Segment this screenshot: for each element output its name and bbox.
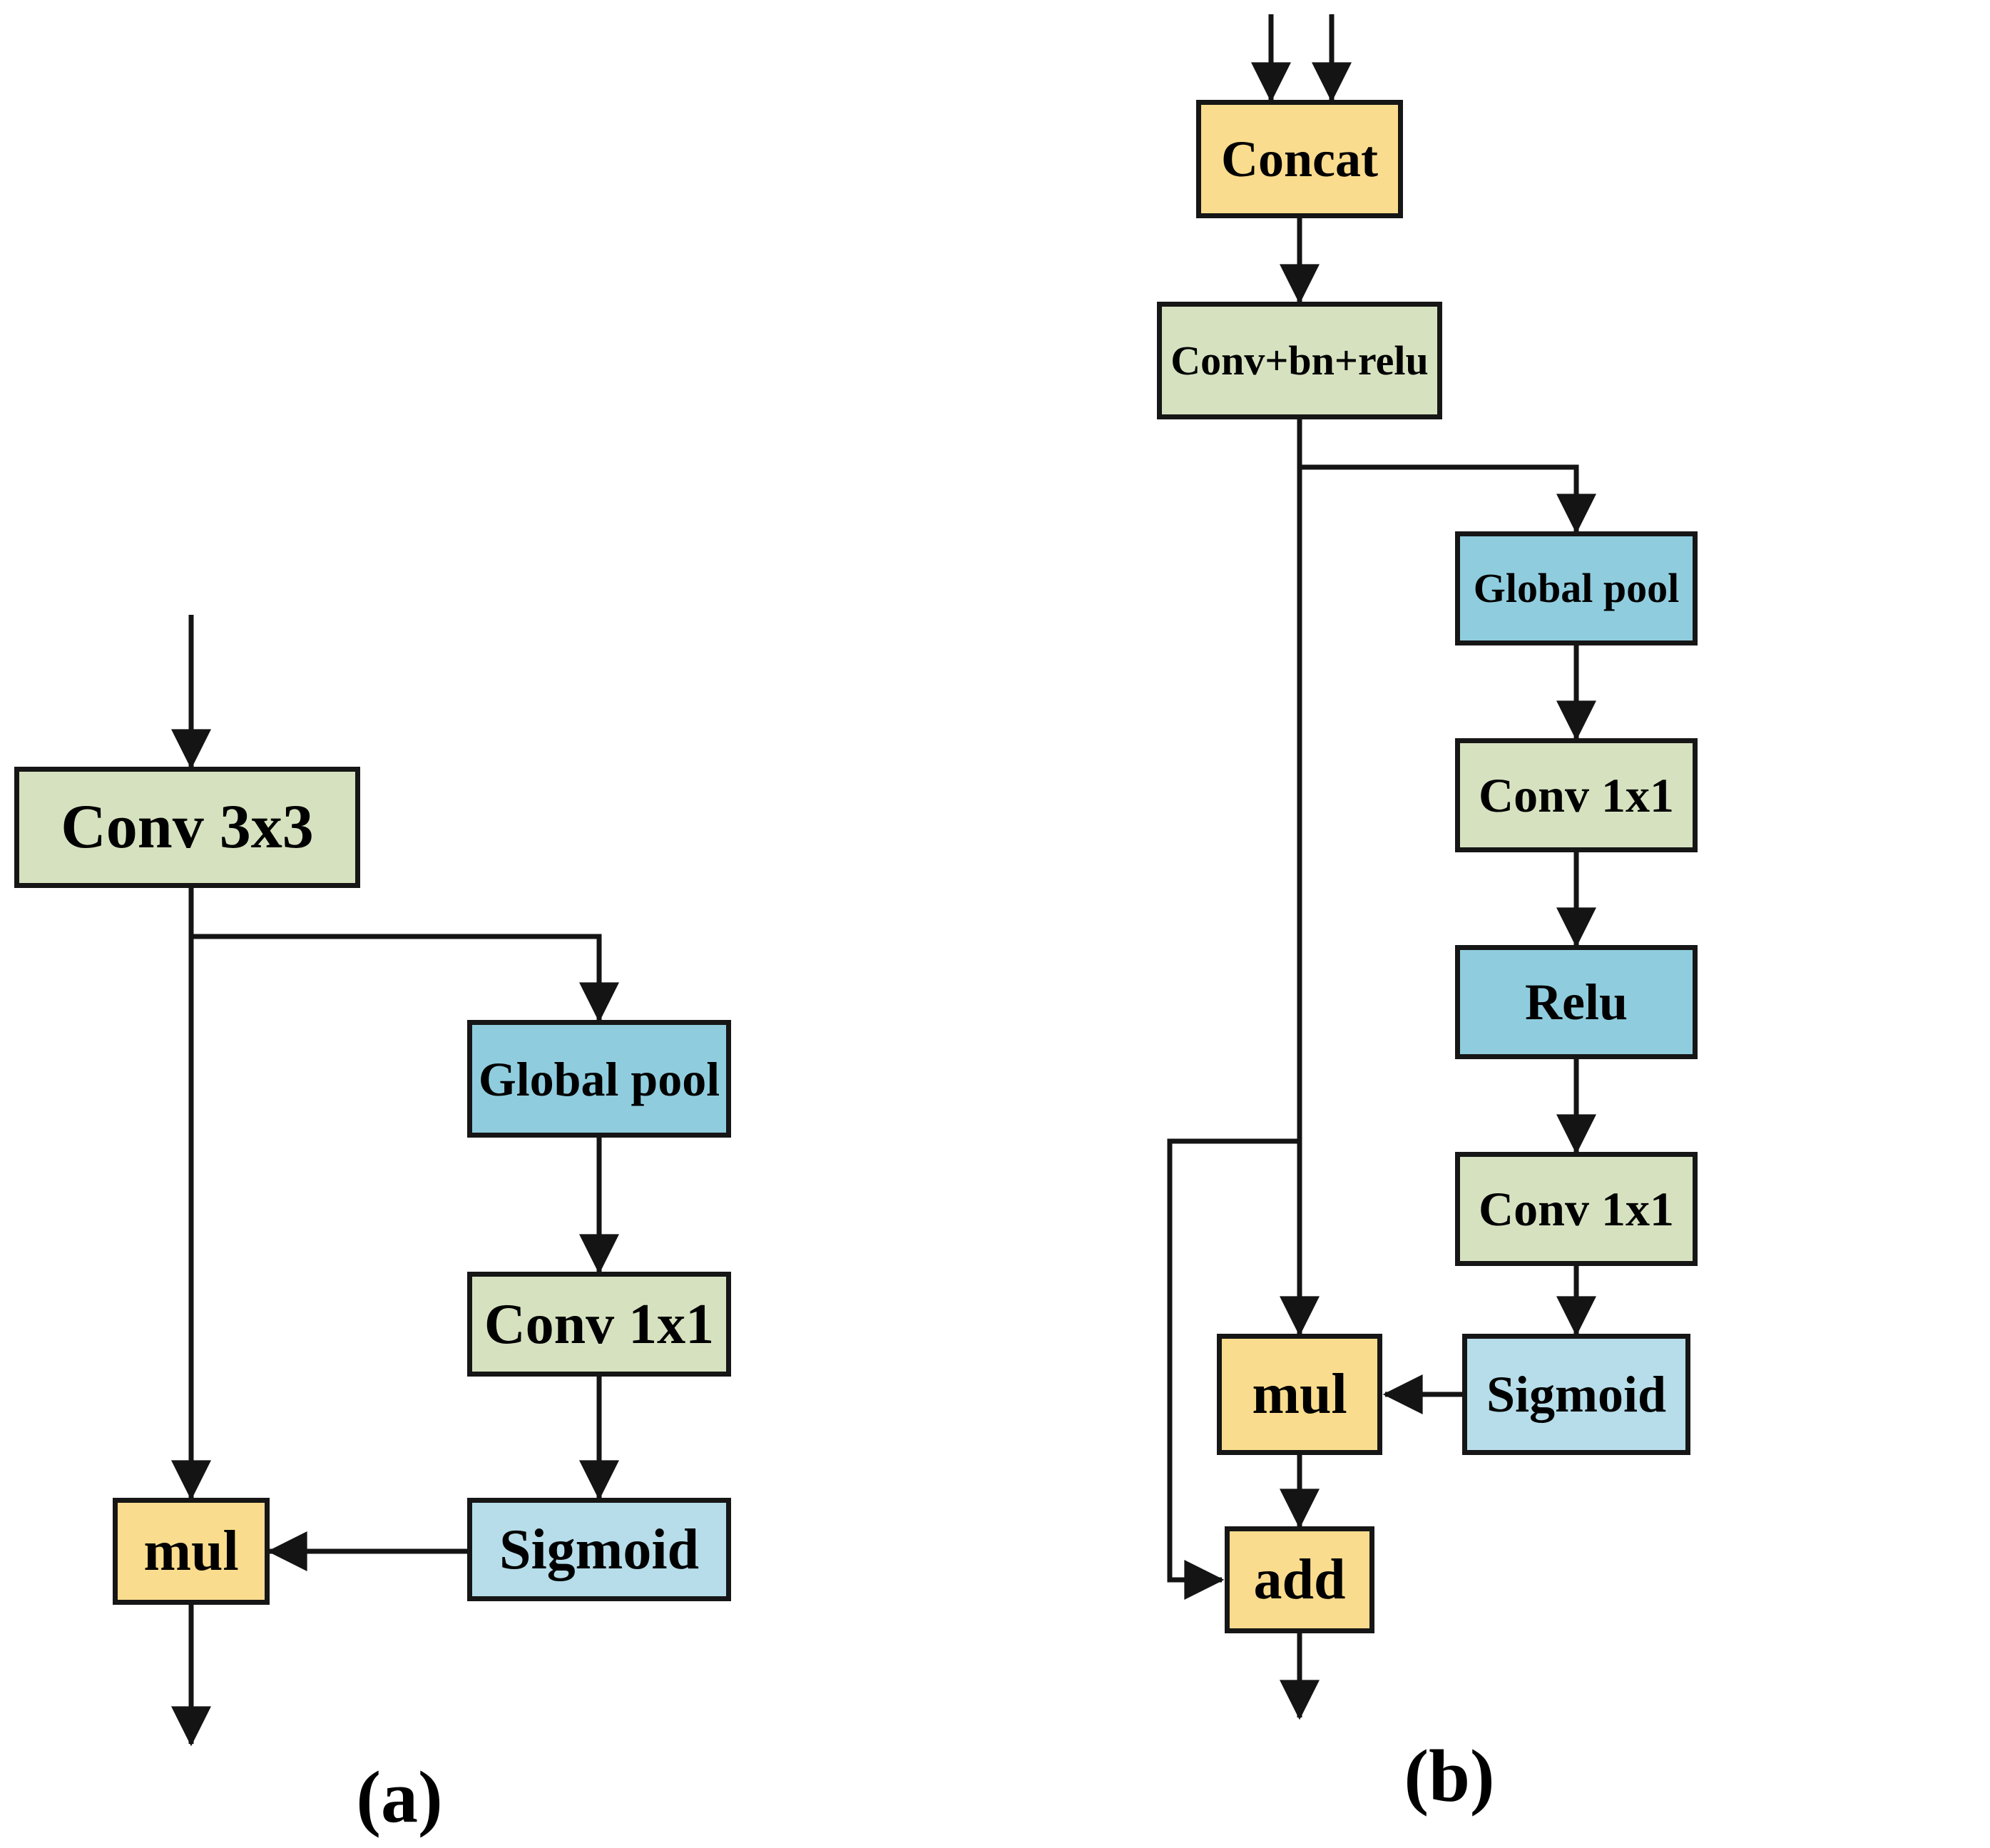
panel-a-caption: (a) (356, 1756, 443, 1839)
edge-a-conv3x3-to-globalpool (191, 934, 619, 1023)
node-b-mul: mul (1217, 1334, 1382, 1455)
node-b-conv1x1-lower: Conv 1x1 (1455, 1152, 1698, 1266)
node-a-conv1x1: Conv 1x1 (467, 1272, 731, 1377)
edge-b-convbnrelu-to-globalpool (1300, 464, 1596, 534)
node-b-relu: Relu (1455, 945, 1698, 1059)
node-a-mul: mul (113, 1498, 270, 1605)
node-a-sigmoid: Sigmoid (467, 1498, 731, 1601)
edge-b-skip-to-add (1167, 1138, 1300, 1600)
node-b-sigmoid: Sigmoid (1462, 1334, 1690, 1455)
node-b-global-pool: Global pool (1455, 531, 1698, 645)
node-b-conv-bn-relu: Conv+bn+relu (1157, 302, 1442, 419)
node-a-global-pool: Global pool (467, 1020, 731, 1138)
node-a-conv3x3: Conv 3x3 (14, 767, 360, 888)
panel-b-caption: (b) (1404, 1735, 1495, 1817)
node-b-concat: Concat (1196, 100, 1403, 218)
node-b-conv1x1-upper: Conv 1x1 (1455, 738, 1698, 852)
node-b-add: add (1225, 1526, 1374, 1633)
